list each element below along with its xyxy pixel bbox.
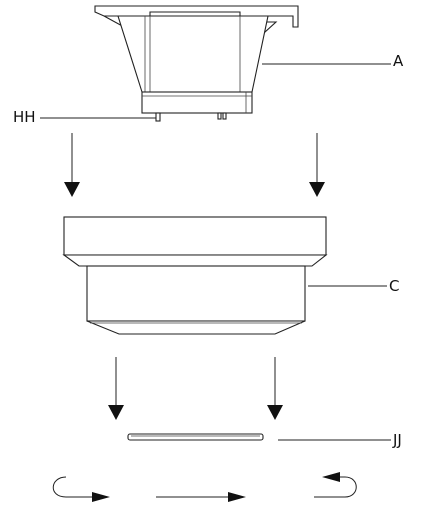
down-arrow-icon: [267, 357, 283, 420]
rotation-arrow-icon: [52, 476, 110, 502]
down-arrow-icon: [108, 357, 124, 420]
part-c: [62, 216, 328, 335]
rotation-arrow-icon: [314, 472, 357, 498]
down-arrow-icon: [309, 133, 325, 197]
label-hh: HH: [13, 108, 36, 126]
part-jj: [127, 433, 264, 441]
label-jj: JJ: [392, 431, 402, 449]
label-a: A: [393, 52, 404, 70]
label-c: C: [389, 277, 399, 295]
down-arrow-icon: [64, 133, 80, 197]
rotation-arrow-icon: [156, 492, 246, 502]
part-a: [94, 5, 299, 122]
